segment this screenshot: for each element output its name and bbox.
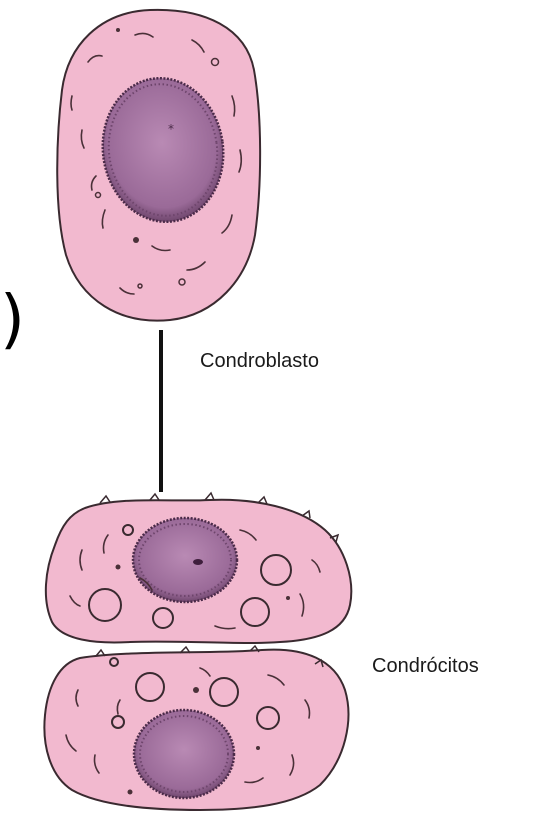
- nucleolus-mark: *: [168, 122, 174, 136]
- chondrocyte-lower-granule: [193, 687, 199, 693]
- chondroblast-cell: *: [57, 10, 260, 321]
- chondrocyte-upper-granule: [116, 565, 121, 570]
- chondrocyte-lower-nucleus: [134, 710, 234, 798]
- chondrocyte-upper-nucleolus: [193, 559, 203, 565]
- chondroblast-granule: [133, 237, 139, 243]
- chondrocytes-label: Condrócitos: [372, 655, 479, 678]
- chondrocyte-upper-nucleus: [133, 518, 237, 602]
- chondrocyte-lower-granule: [256, 746, 260, 750]
- chondrocyte-upper-granule: [286, 596, 290, 600]
- chondroblast-granule: [116, 28, 120, 32]
- chondrocyte-lower-granule: [128, 790, 133, 795]
- chondroblast-label: Condroblasto: [200, 350, 319, 373]
- chondrocyte-cell-lower: [44, 646, 348, 810]
- chondrocyte-cell-upper: [46, 493, 351, 643]
